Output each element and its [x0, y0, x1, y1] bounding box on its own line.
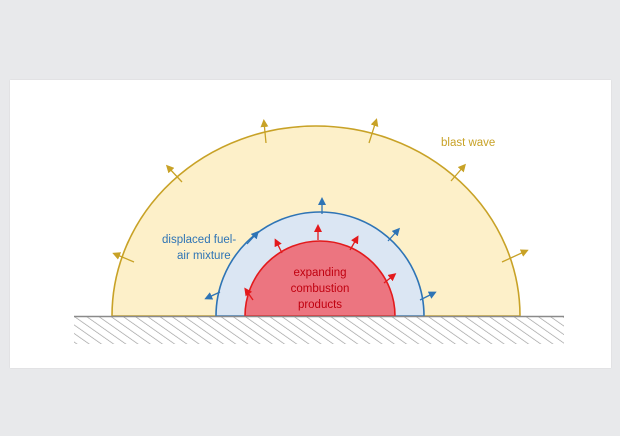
blast-arrow-2 [165, 164, 183, 183]
displaced-mixture-label-line1: displaced fuel- [162, 234, 236, 246]
mixture-arrow-5 [419, 291, 437, 301]
combustion-products-dome [244, 240, 396, 317]
blast-arrow-3 [260, 119, 269, 144]
products-arrow-5 [383, 273, 397, 284]
blast-arrow-1 [112, 252, 135, 263]
products-arrow-1 [244, 287, 254, 301]
combustion-products-label-line2: combustion [291, 283, 350, 295]
products-arrow-4 [349, 235, 359, 251]
displaced-mixture-label-line2: air mixture [177, 250, 231, 262]
mixture-arrow-4 [387, 227, 401, 242]
blast-arrow-5 [450, 163, 466, 182]
mixture-arrow-1 [204, 291, 221, 300]
blast-arrow-6 [501, 249, 529, 263]
products-arrow-2 [274, 238, 283, 254]
ground-hatch [74, 317, 564, 344]
combustion-products-label-line3: products [298, 299, 342, 311]
mixture-arrow-2 [246, 230, 260, 245]
products-arrows [244, 224, 397, 301]
combustion-products-label-line1: expanding [293, 267, 346, 279]
blast-wave-label: blast wave [441, 137, 495, 149]
mixture-arrows [204, 197, 437, 301]
blast-wave-arrows [112, 118, 529, 263]
blast-arrow-4 [368, 118, 379, 144]
